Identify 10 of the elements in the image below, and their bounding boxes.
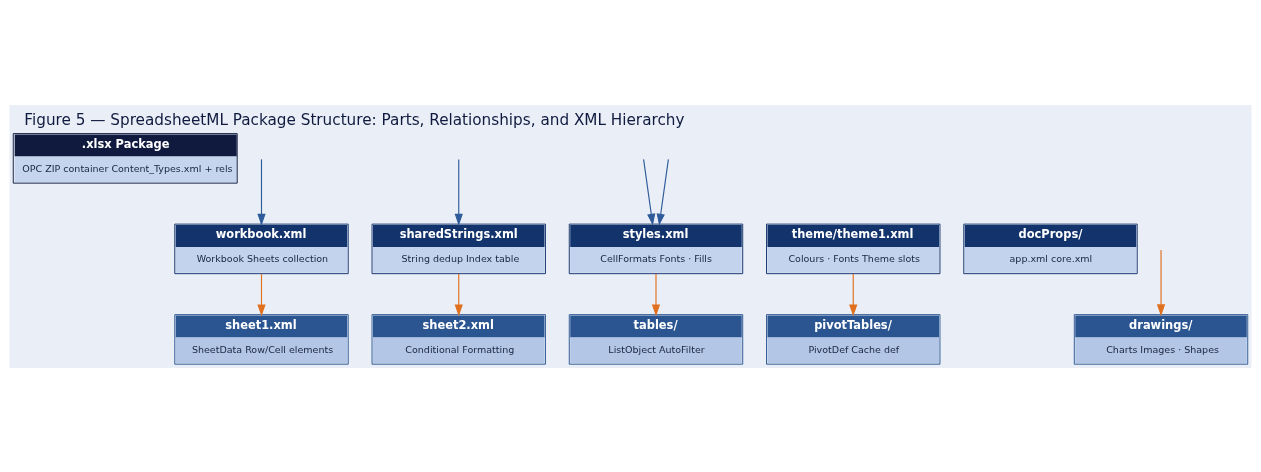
- arrow: [656, 158, 669, 226]
- arrow: [643, 158, 656, 226]
- arrow: [849, 273, 858, 316]
- arrow: [1156, 248, 1166, 316]
- arrow: [454, 273, 463, 316]
- arrow: [257, 158, 266, 226]
- diagram-title: Figure 5 — SpreadsheetML Package Structure: Parts, Relationships, and XML Hierarchy: [24, 110, 685, 129]
- arrow: [454, 158, 463, 226]
- arrow: [257, 273, 266, 316]
- arrow: [651, 273, 661, 316]
